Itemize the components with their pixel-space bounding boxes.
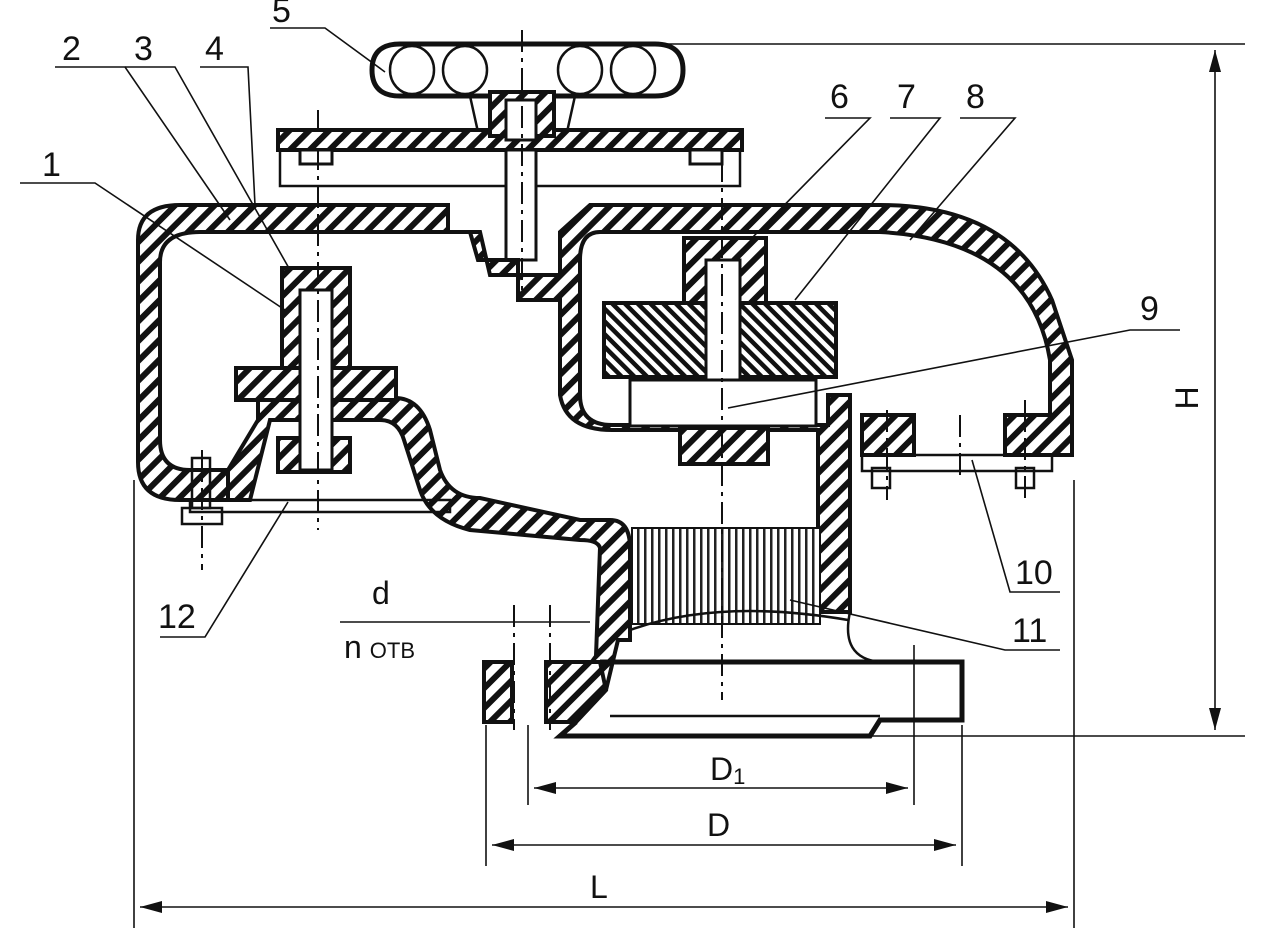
bottom-flange: [482, 611, 965, 739]
part-label-8: 8: [966, 78, 985, 116]
part-label-9: 9: [1140, 290, 1159, 328]
part-label-10: 10: [1015, 554, 1053, 592]
part-label-1: 1: [42, 146, 61, 184]
part-label-2: 2: [62, 30, 81, 68]
part-label-11: 11: [1012, 612, 1047, 650]
dim-label-hole-count: n ОТВ: [344, 629, 415, 665]
dim-label-flange-diameter: D: [707, 807, 730, 843]
top-cover: [276, 90, 744, 262]
left-valve: [180, 266, 452, 526]
strainer-bottom: [629, 609, 849, 632]
leader-lines: [20, 27, 1180, 651]
part-label-7: 7: [897, 78, 916, 116]
part-label-4: 4: [205, 30, 224, 68]
dim-label-bolt-circle-sub: 1: [733, 764, 745, 789]
dim-label-hole-diameter: d: [372, 575, 390, 611]
part-label-12: 12: [158, 598, 196, 636]
dim-label-bolt-circle: D1: [710, 751, 745, 789]
handwheel: [369, 41, 686, 133]
dim-label-hole-count-n: n: [344, 629, 362, 665]
dim-label-hole-count-unit: ОТВ: [370, 638, 415, 663]
dim-label-height: H: [1169, 386, 1205, 409]
dim-label-bolt-circle-main: D: [710, 751, 733, 787]
center-lines: [201, 30, 1026, 730]
part-label-3: 3: [134, 30, 153, 68]
strainer-grid: [631, 527, 821, 625]
part-label-5: 5: [272, 0, 291, 30]
part-label-6: 6: [830, 78, 849, 116]
dimension-lines: [133, 43, 1245, 928]
dim-label-length: L: [590, 869, 608, 905]
